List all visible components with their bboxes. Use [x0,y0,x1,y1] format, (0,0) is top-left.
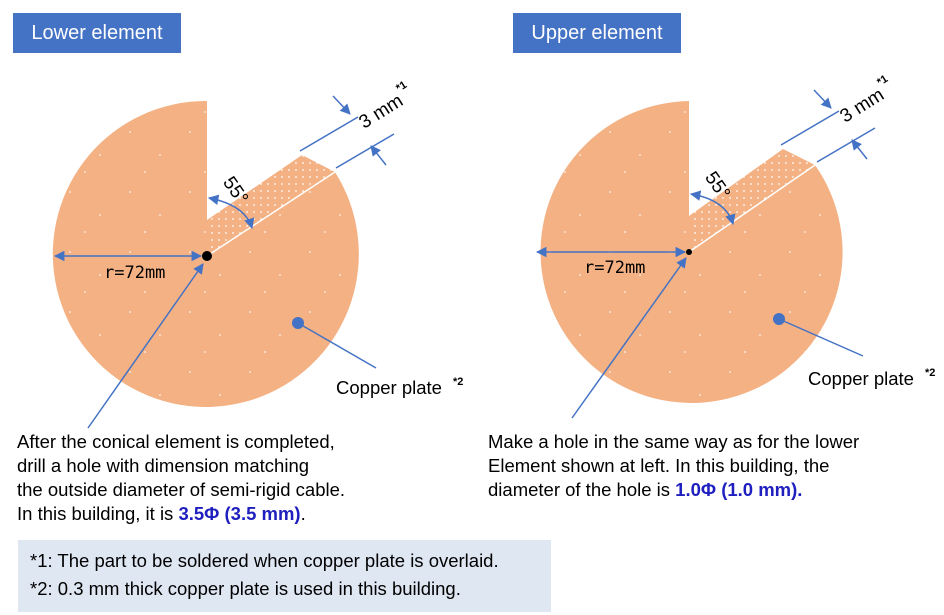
upper-element-label: Upper element [513,13,681,53]
footnote-1: *1: The part to be soldered when copper … [30,550,499,571]
upper-hole-size: 1.0Φ (1.0 mm). [675,479,803,500]
lower-gap-extension-2 [335,133,395,169]
lower-hole-prefix: In this building, it is [17,503,179,524]
lower-gap-arrow-2 [370,145,387,166]
upper-disc-group: r=72mm 55° 3 mm *1 Copper plate *2 [535,73,935,419]
upper-gap-arrow-1 [813,89,832,109]
lower-plate-pointer-line [297,322,377,369]
upper-instruction-line: diameter of the hole is 1.0Φ (1.0 mm). [488,478,938,502]
upper-gap-label: 3 mm [837,84,888,127]
upper-gap-arrow-2 [851,139,868,160]
lower-angle-arc [207,194,255,230]
lower-hole-callout-arrow [87,263,204,429]
upper-plate-label: Copper plate [808,368,914,389]
lower-element-label: Lower element [13,13,181,53]
upper-instructions: Make a hole in the same way as for the l… [488,430,938,502]
upper-plate-note: *2 [925,367,935,379]
lower-instruction-line: After the conical element is completed, [17,431,335,452]
upper-gap-extension-2 [816,127,876,163]
upper-angle-arc [689,190,736,226]
upper-gap-extension-1 [780,110,840,146]
lower-center-hole [202,251,212,261]
lower-cut-edge [206,171,336,257]
lower-instruction-line: In this building, it is 3.5Φ (3.5 mm). [17,502,477,526]
upper-instruction-line: Make a hole in the same way as for the l… [488,431,860,452]
upper-plate-pointer-line [778,318,864,357]
upper-solder-overlap [689,149,815,252]
lower-instruction-line: the outside diameter of semi-rigid cable… [17,479,346,500]
lower-gap-label: 3 mm [356,90,407,133]
upper-instruction-line: Element shown at left. In this building,… [488,455,830,476]
lower-plate-note: *2 [453,376,463,388]
lower-gap-extension-1 [299,116,359,152]
lower-gap-arrow-1 [332,95,351,115]
lower-instruction-line: drill a hole with dimension matching [17,455,310,476]
lower-hole-size: 3.5Φ (3.5 mm) [178,503,301,524]
upper-hole-prefix: diameter of the hole is [488,479,676,500]
upper-center-hole [686,249,692,255]
lower-hole-suffix: . [300,503,306,524]
footnotes-box: *1: The part to be soldered when copper … [18,540,551,612]
lower-solder-overlap [207,155,335,256]
upper-cut-edge [688,164,816,253]
lower-plate-label: Copper plate [336,377,442,398]
lower-radius-label: r=72mm [104,263,165,283]
upper-hole-callout-arrow [571,257,687,419]
upper-radius-label: r=72mm [584,258,645,278]
lower-disc-group: r=72mm 55° 3 mm *1 Copper plate *2 [52,79,463,429]
footnote-2: *2: 0.3 mm thick copper plate is used in… [30,578,461,599]
lower-instructions: After the conical element is completed, … [17,430,477,526]
